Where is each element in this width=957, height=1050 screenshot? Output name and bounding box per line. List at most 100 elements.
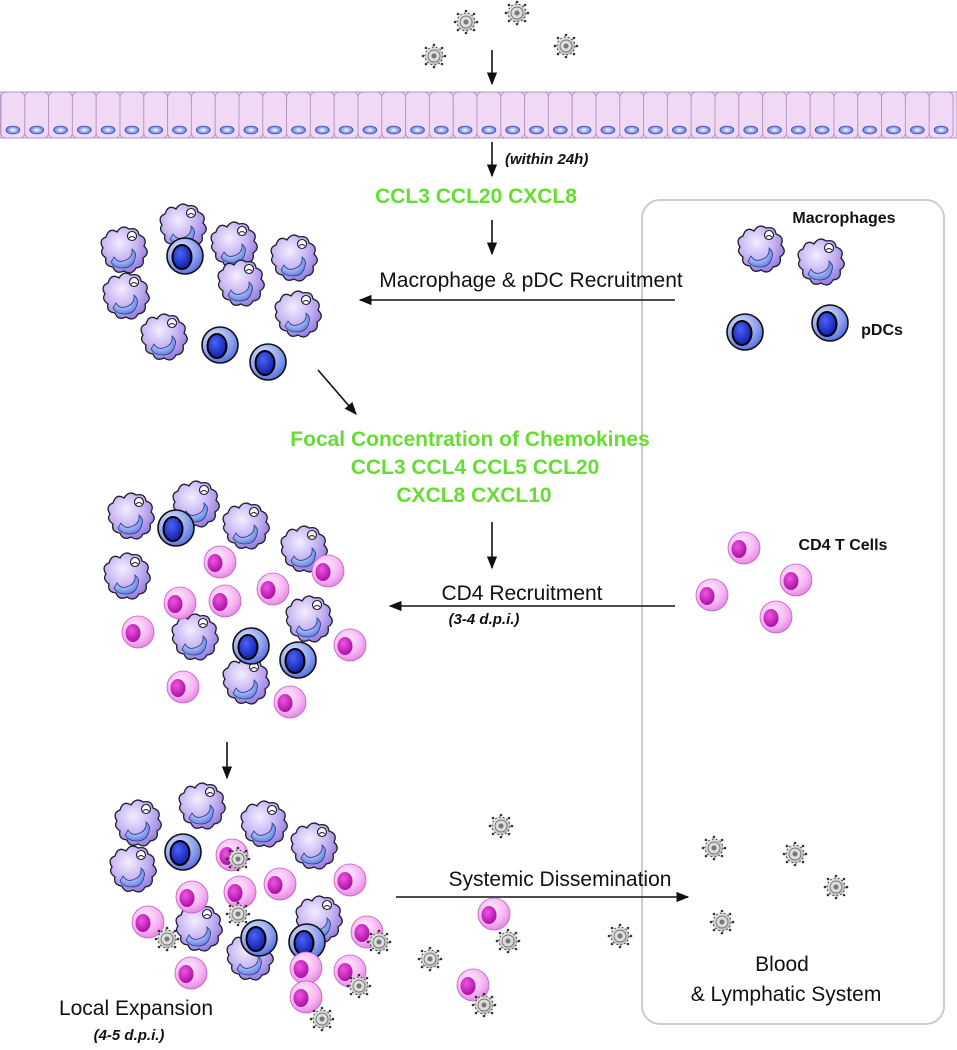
cd4-t-cell — [174, 956, 208, 990]
epithelial-nucleus — [291, 125, 306, 135]
epithelial-nucleus — [648, 125, 663, 135]
virion — [421, 43, 447, 69]
macrophage — [140, 313, 188, 361]
macrophage — [240, 800, 288, 848]
cd4-t-cell — [333, 863, 367, 897]
epithelial-nucleus — [314, 125, 330, 135]
expansion-label: Local Expansion — [59, 997, 213, 1020]
epithelial-nucleus — [624, 125, 640, 135]
blood-lymphatic-panel — [641, 199, 945, 1025]
initial-chemokines: CCL3 CCL20 CXCL8 — [375, 185, 577, 208]
virion — [495, 928, 521, 954]
epithelial-nucleus — [338, 125, 354, 135]
pdc-cell — [240, 919, 278, 957]
cd4-t-cell — [759, 600, 793, 634]
macrophage — [178, 782, 226, 830]
epithelial-nucleus — [743, 125, 759, 135]
panel-cd4-label: CD4 T Cells — [799, 537, 888, 554]
macrophage — [270, 234, 318, 282]
virion — [417, 946, 443, 972]
virion — [701, 835, 727, 861]
focal-chemokines-line1: CCL3 CCL4 CCL5 CCL20 — [351, 456, 600, 479]
cd4-t-cell — [263, 867, 297, 901]
virion — [553, 33, 579, 59]
virion — [782, 841, 808, 867]
epithelial-nucleus — [243, 125, 259, 135]
macrophage — [175, 904, 223, 952]
cd4-t-cell — [166, 670, 200, 704]
epithelial-nucleus — [600, 125, 616, 135]
epithelial-nucleus — [196, 125, 211, 135]
virion — [453, 9, 479, 35]
macrophage — [737, 225, 785, 273]
pdc-cell — [811, 304, 849, 342]
epithelial-nucleus — [552, 125, 568, 135]
macrophage — [100, 226, 148, 274]
virion — [225, 846, 251, 872]
cd4-t-cell — [289, 951, 323, 985]
cd4-t-cell — [695, 578, 729, 612]
epithelial-nucleus — [481, 125, 497, 135]
epithelial-nucleus — [576, 125, 592, 135]
dissemination-label: Systemic Dissemination — [449, 868, 672, 891]
epithelial-nucleus — [505, 125, 521, 135]
pdc-cell — [279, 641, 317, 679]
macrophage — [102, 272, 150, 320]
epithelial-nucleus — [695, 125, 711, 135]
epithelial-nucleus — [53, 125, 68, 135]
focal-chemokines-line2: CXCL8 CXCL10 — [396, 484, 551, 507]
virion — [504, 0, 530, 26]
cd4-t-cell — [208, 584, 242, 618]
epithelial-nucleus — [172, 125, 187, 135]
cd4-t-cell — [121, 615, 155, 649]
epithelial-nucleus — [219, 125, 235, 135]
macrophage — [285, 595, 333, 643]
pdc-cell — [157, 509, 195, 547]
epithelial-nucleus — [814, 125, 830, 135]
macrophage — [222, 502, 270, 550]
recruitment-2-time-note: (3-4 d.p.i.) — [449, 611, 520, 628]
pdc-cell — [232, 627, 270, 665]
pdc-cell — [164, 833, 202, 871]
expansion-time-note: (4-5 d.p.i.) — [94, 1027, 165, 1044]
panel-blood-line2: & Lymphatic System — [691, 983, 882, 1006]
epithelial-nucleus — [410, 125, 425, 135]
virion — [823, 874, 849, 900]
pdc-cell — [166, 237, 204, 275]
macrophage — [290, 822, 338, 870]
macrophage — [109, 845, 157, 893]
epithelial-nucleus — [5, 125, 21, 135]
panel-macrophages-label: Macrophages — [792, 210, 895, 227]
panel-blood-line1: Blood — [755, 953, 809, 976]
cd4-t-cell — [175, 880, 209, 914]
cd4-t-cell — [477, 897, 511, 931]
macrophage — [171, 613, 219, 661]
epithelial-barrier — [0, 91, 957, 139]
epithelial-cell — [928, 91, 954, 139]
focal-title: Focal Concentration of Chemokines — [290, 428, 649, 451]
initial-time-note: (within 24h) — [505, 151, 588, 168]
recruitment-2-label: CD4 Recruitment — [441, 582, 602, 605]
epithelial-nucleus — [838, 125, 854, 135]
epithelial-nucleus — [671, 125, 687, 135]
epithelial-nucleus — [386, 125, 402, 135]
epithelial-nucleus — [933, 125, 949, 135]
epithelial-nucleus — [457, 125, 473, 135]
epithelial-nucleus — [433, 125, 449, 135]
virion — [471, 992, 497, 1018]
cd4-t-cell — [131, 905, 165, 939]
virion — [488, 813, 514, 839]
cd4-t-cell — [273, 685, 307, 719]
epithelial-nucleus — [148, 125, 163, 135]
epithelial-nucleus — [767, 125, 782, 135]
virion — [154, 926, 180, 952]
epithelial-nucleus — [267, 125, 283, 135]
epithelial-nucleus — [862, 125, 878, 135]
epithelial-nucleus — [100, 125, 116, 135]
cd4-t-cell — [203, 545, 237, 579]
epithelial-nucleus — [529, 125, 544, 135]
epithelial-nucleus — [909, 125, 925, 135]
epithelial-nucleus — [362, 125, 378, 135]
virion — [346, 973, 372, 999]
